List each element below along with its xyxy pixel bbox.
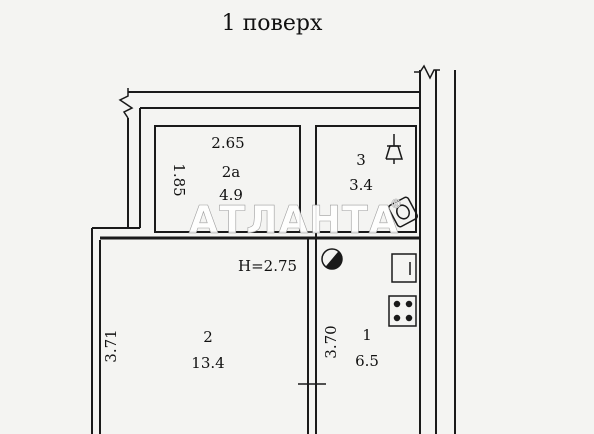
stove-icon — [388, 295, 417, 327]
washbasin-icon — [387, 196, 419, 228]
walls — [91, 70, 456, 434]
room-3-area: 3.4 — [349, 176, 373, 194]
room-2a-depth: 1.85 — [170, 163, 188, 196]
room-2a-width: 2.65 — [211, 134, 244, 152]
ceiling-height: H=2.75 — [238, 257, 297, 275]
room-1-area: 6.5 — [355, 352, 379, 370]
watermark-text: АТЛАНТА — [189, 198, 399, 242]
room-1-depth: 3.70 — [322, 325, 340, 358]
room-2-area: 13.4 — [191, 354, 224, 372]
room-3-number: 3 — [356, 151, 366, 169]
boiler-icon — [321, 248, 343, 270]
floor-title: 1 поверх — [222, 11, 323, 36]
break-line-icon — [118, 64, 440, 119]
lamp-icon — [385, 134, 404, 164]
room-1-number: 1 — [362, 326, 372, 344]
room-2-number: 2 — [203, 328, 213, 346]
room-2a-area: 4.9 — [219, 186, 243, 204]
watermark: АТЛАНТА ® — [188, 197, 402, 243]
room-2a-number: 2а — [222, 163, 241, 181]
sink-icon — [391, 253, 417, 283]
room-2-depth: 3.71 — [102, 329, 120, 362]
watermark-mark: ® — [390, 197, 402, 211]
